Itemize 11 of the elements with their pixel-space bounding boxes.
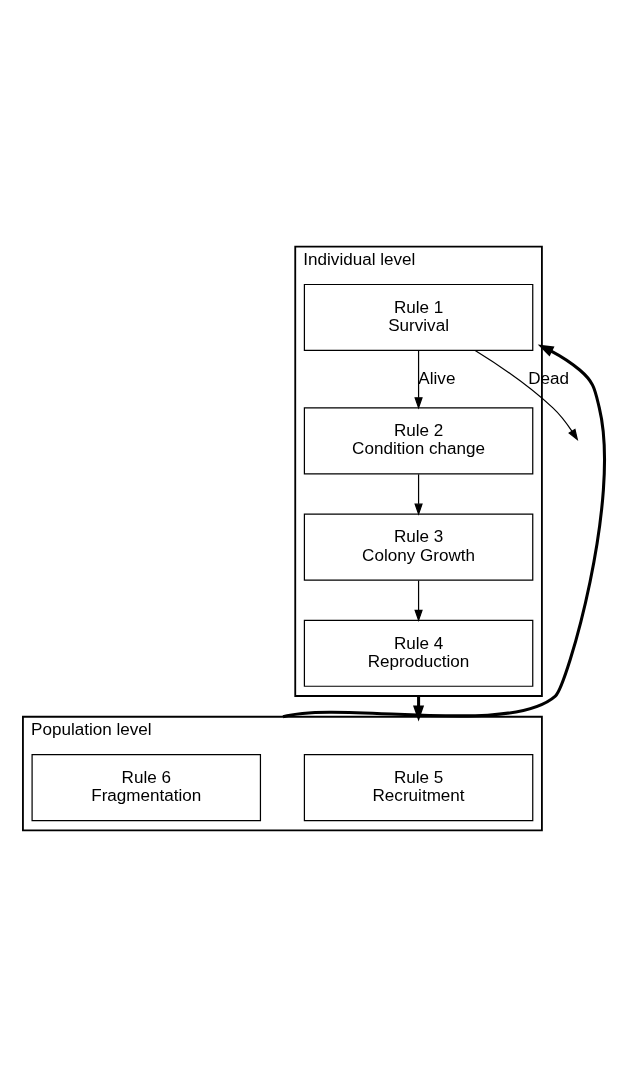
node-box: Rule 3 Colony Growth: [303, 513, 534, 581]
node-box: Rule 4 Reproduction: [303, 619, 534, 687]
node-box: Rule 2 Condition change: [303, 407, 534, 475]
arrow: [414, 349, 423, 410]
node-box: Rule 5 Recruitment: [303, 754, 534, 822]
arrow: [414, 579, 423, 622]
arrow: [414, 473, 423, 516]
edge-label: Alive: [418, 368, 456, 388]
node-box: Rule 1 Survival: [303, 283, 534, 352]
arrow: [474, 349, 579, 442]
node-box: Rule 6 Fragmentation: [31, 754, 262, 822]
